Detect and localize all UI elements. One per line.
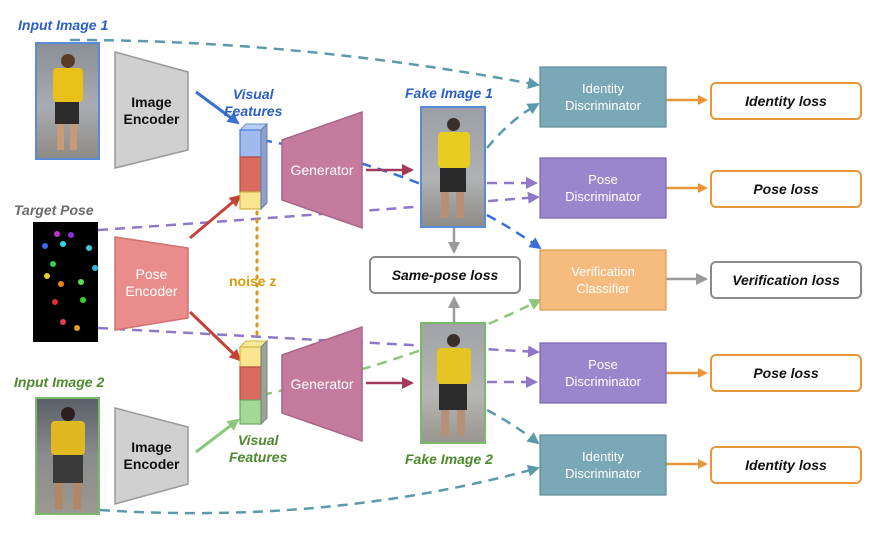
fake-image-2-label: Fake Image 2 xyxy=(405,451,493,467)
pose-encoder-to-features1-arrow xyxy=(189,194,242,240)
input-image-1-label: Input Image 1 xyxy=(18,17,109,33)
feature-stack-2 xyxy=(238,339,269,426)
image-encoder-1-label: Image Encoder xyxy=(123,94,180,127)
visual-features-2-label: Visual Features xyxy=(229,432,288,465)
feature-stack-1 xyxy=(238,122,269,211)
pose-disc-1-box xyxy=(539,157,667,219)
verification-box xyxy=(539,249,667,311)
generator-2-shape xyxy=(281,325,363,443)
fake2-to-identity-disc-arrow xyxy=(486,408,540,445)
generator-1-shape xyxy=(281,110,363,230)
fake-image-2 xyxy=(420,322,486,444)
identity-loss-2-box: Identity loss xyxy=(710,446,862,484)
image-encoder-2-label: Image Encoder xyxy=(123,438,180,472)
fake1-to-identity-disc-arrow xyxy=(486,102,540,149)
generator-2-label: Generator xyxy=(290,375,354,392)
fake-image-1 xyxy=(420,106,486,228)
identity-disc-1-box xyxy=(539,66,667,128)
image-encoder2-to-features-arrow xyxy=(195,418,240,454)
target-pose-image xyxy=(33,222,98,342)
identity-disc-1-label: Identity Discriminator xyxy=(565,81,641,113)
pose-disc-1-label: Pose Discriminator xyxy=(565,172,641,204)
pose-encoder-shape xyxy=(114,236,189,331)
pose-encoder-label: Pose Encoder xyxy=(125,266,178,299)
input-image-1 xyxy=(35,42,100,160)
identity-loss-1-box: Identity loss xyxy=(710,82,862,120)
input-image-2-label: Input Image 2 xyxy=(14,374,105,390)
input-image-2 xyxy=(35,397,100,515)
pose-loss-2-box: Pose loss xyxy=(710,354,862,392)
pose-disc-2-label: Pose Discriminator xyxy=(565,357,641,389)
image-encoder-2-shape xyxy=(114,407,189,505)
image-encoder1-to-features-arrow xyxy=(195,90,240,125)
pose-disc-2-box xyxy=(539,342,667,404)
verification-loss-box: Verification loss xyxy=(710,261,862,299)
image-encoder-1-shape xyxy=(114,51,189,169)
pose-encoder-to-features2-arrow xyxy=(188,310,242,362)
same-pose-loss-box: Same-pose loss xyxy=(369,256,521,294)
pose-keypoints xyxy=(42,231,98,331)
input2-to-identity-disc-arrow xyxy=(99,464,540,515)
generator-1-label: Generator xyxy=(290,161,354,178)
verification-label: Verification Classifier xyxy=(571,264,635,296)
pose-loss-1-box: Pose loss xyxy=(710,170,862,208)
fake-image-1-label: Fake Image 1 xyxy=(405,85,493,101)
noise-z-label: noise z xyxy=(229,273,277,289)
visual-features-1-label: Visual Features xyxy=(224,86,283,119)
identity-disc-2-box xyxy=(539,434,667,496)
identity-disc-2-label: Identity Discriminator xyxy=(565,449,641,481)
target-pose-label: Target Pose xyxy=(14,202,94,218)
